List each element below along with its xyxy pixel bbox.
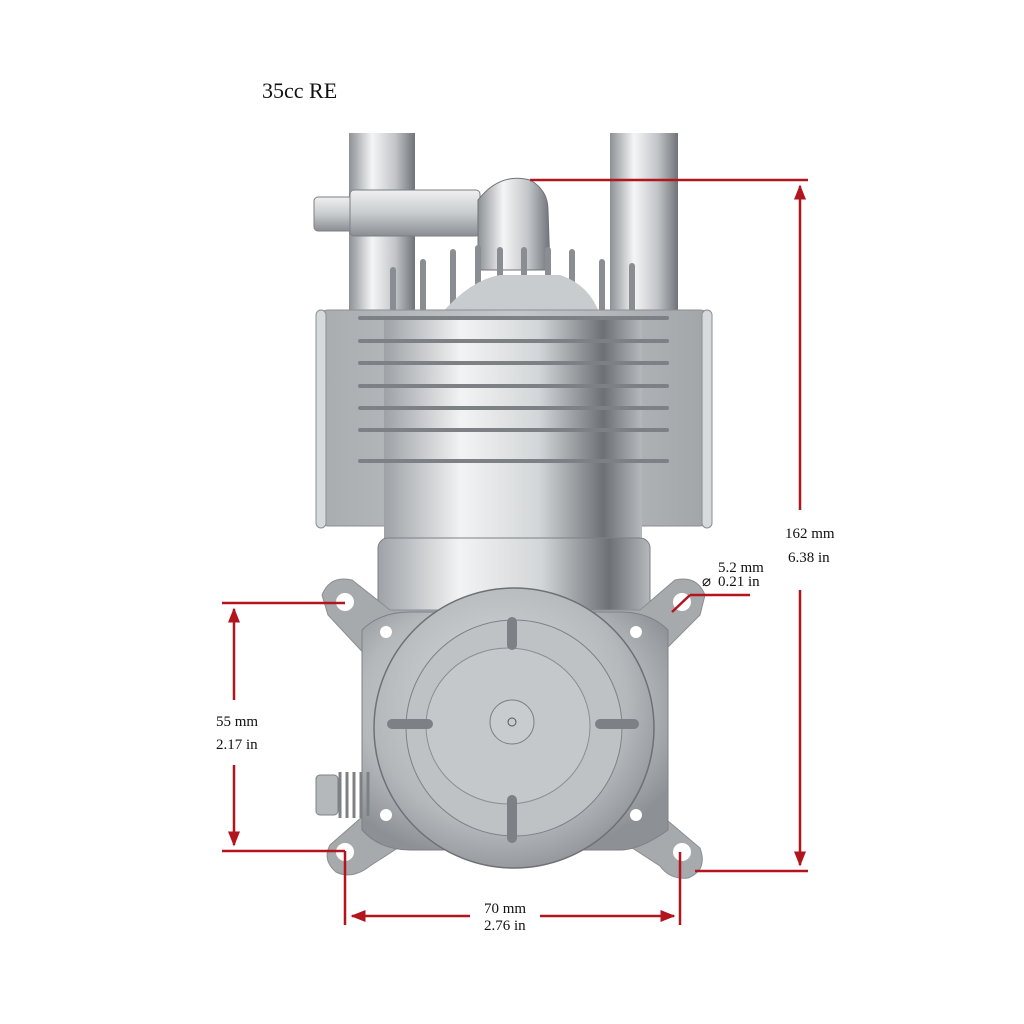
height-in-label: 6.38 in: [788, 550, 830, 566]
crankcase: [361, 587, 669, 869]
spark-plug-cap: [313, 177, 551, 271]
vertical-spacing-in-label: 2.17 in: [216, 737, 258, 753]
hole-diameter-mm-label: 5.2 mm: [718, 560, 764, 576]
diagram-title: 35cc RE: [262, 78, 338, 103]
throttle-spring: [315, 772, 370, 818]
hole-diameter-in-label: 0.21 in: [718, 574, 760, 590]
height-mm-label: 162 mm: [785, 526, 835, 542]
cylinder: [358, 316, 669, 540]
horizontal-spacing-in-label: 2.76 in: [484, 918, 526, 934]
head-base: [440, 275, 600, 315]
dimension-lines: [222, 178, 808, 925]
horizontal-spacing-mm-label: 70 mm: [484, 901, 527, 917]
diameter-symbol-icon: ⌀: [702, 574, 712, 590]
vertical-spacing-mm-label: 55 mm: [216, 714, 259, 730]
mount-hole-bottom-right: [673, 843, 691, 861]
